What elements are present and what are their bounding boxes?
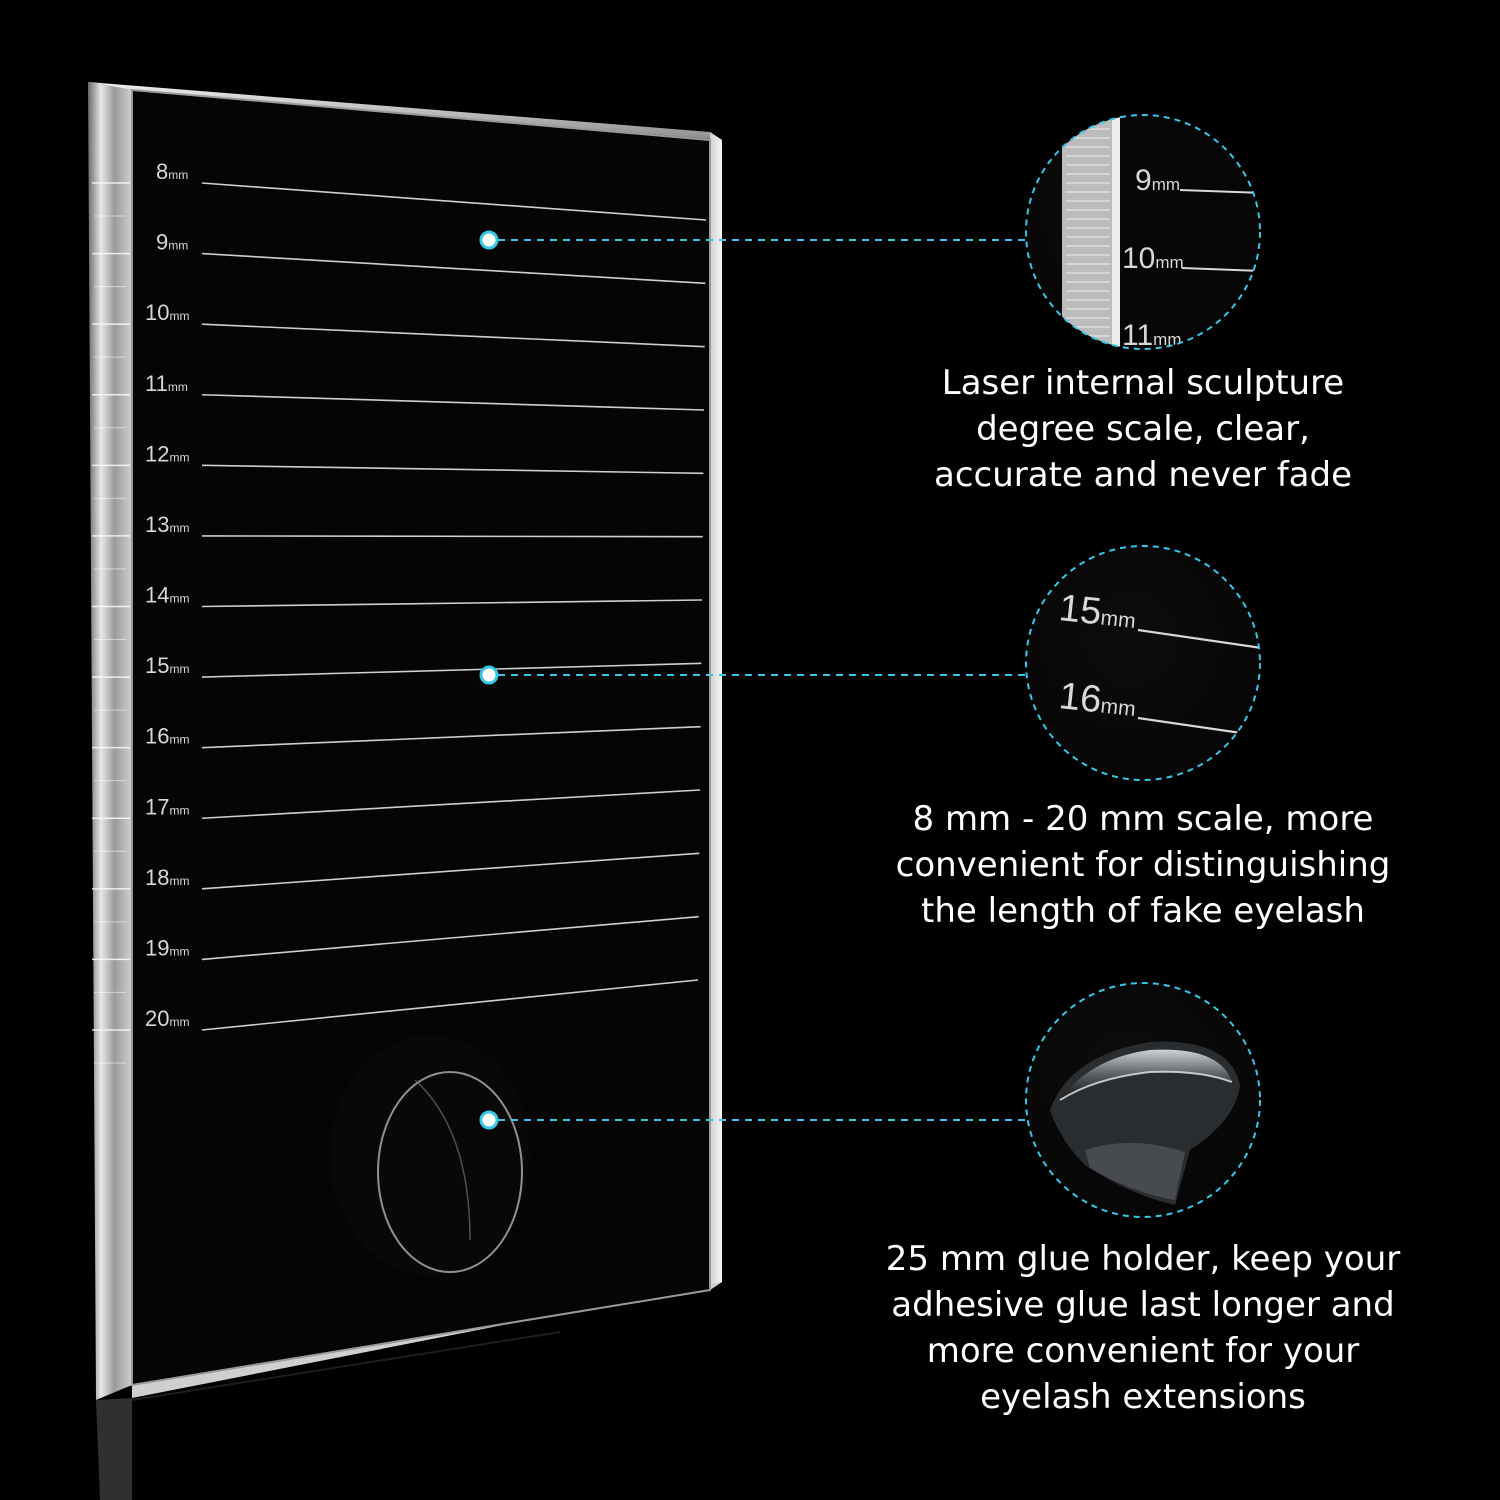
scale-label-9: 9mm xyxy=(156,230,188,255)
zoom-line-9 xyxy=(1179,189,1260,194)
caption-range: 8 mm - 20 mm scale, more convenient for … xyxy=(863,796,1423,934)
scale-label-11: 11mm xyxy=(145,371,188,396)
scale-label-17: 17mm xyxy=(145,794,189,819)
zoom-label-10: 10mm xyxy=(1122,242,1184,275)
plate-right-edge xyxy=(710,132,722,1290)
zoom-circle-scale: 9mm 10mm 11mm xyxy=(1025,114,1261,352)
scale-line-13 xyxy=(201,535,703,538)
callout-dot-scale[interactable] xyxy=(479,230,499,250)
caption-glue-line-3: more convenient for your xyxy=(926,1331,1360,1371)
plate-reflection xyxy=(96,1331,561,1500)
zoom-circle-glue xyxy=(1025,982,1261,1218)
scale-line-14 xyxy=(201,599,703,608)
zoom-label-9: 9mm xyxy=(1135,164,1180,197)
scale-label-13: 13mm xyxy=(145,512,189,537)
plate-face-rim xyxy=(131,88,711,1387)
caption-glue-line-1: 25 mm glue holder, keep your xyxy=(885,1239,1401,1279)
zoom-line-11 xyxy=(1181,344,1260,349)
scale-line-10 xyxy=(201,323,705,348)
callout-leaders xyxy=(479,230,1026,1130)
scale-label-14: 14mm xyxy=(145,583,189,608)
plate-face xyxy=(132,90,710,1385)
zoom-line-10 xyxy=(1181,267,1260,272)
scale-line-15 xyxy=(201,662,702,678)
scale-line-18 xyxy=(201,852,700,890)
plate-left-edge xyxy=(88,82,132,1400)
scale-line-11 xyxy=(201,393,705,411)
acrylic-lash-plate: 8mm 9mm 10mm 11mm 12mm 13mm 14mm 15mm 16mm 17mm 18… xyxy=(88,82,722,1400)
scale-lines: 8mm 9mm 10mm 11mm 12mm 13mm 14mm 15mm 16mm 17mm 18… xyxy=(145,159,707,1031)
zoom-label-11: 11mm xyxy=(1122,319,1181,352)
zoom-line-15 xyxy=(1137,628,1260,650)
scale-line-12 xyxy=(201,464,704,475)
caption-glue: 25 mm glue holder, keep your adhesive gl… xyxy=(863,1236,1423,1420)
zoom-label-15: 15mm xyxy=(1057,587,1138,637)
caption-scale-line-1: Laser internal sculpture xyxy=(941,363,1345,403)
zoom-edge-ticks xyxy=(1066,119,1110,346)
plate-top-edge xyxy=(88,82,722,140)
caption-scale-line-2: degree scale, clear, xyxy=(976,409,1310,449)
caption-range-line-1: 8 mm - 20 mm scale, more xyxy=(912,799,1374,839)
scale-label-8: 8mm xyxy=(156,159,188,184)
caption-scale: Laser internal sculpture degree scale, c… xyxy=(863,360,1423,498)
caption-glue-line-2: adhesive glue last longer and xyxy=(891,1285,1395,1325)
plate-edge-reflections xyxy=(92,182,130,1064)
scale-label-15: 15mm xyxy=(145,653,189,678)
scale-line-9 xyxy=(201,252,706,285)
scale-label-10: 10mm xyxy=(145,300,189,325)
zoom-circle-range: 15mm 16mm xyxy=(1025,545,1261,781)
scale-label-16: 16mm xyxy=(145,724,189,749)
scale-label-12: 12mm xyxy=(145,441,189,466)
caption-range-line-3: the length of fake eyelash xyxy=(921,891,1365,931)
scale-label-19: 19mm xyxy=(145,935,189,960)
caption-glue-line-4: eyelash extensions xyxy=(980,1377,1306,1417)
scale-line-20 xyxy=(201,979,699,1031)
glue-holder-closeup xyxy=(1050,1041,1240,1205)
scale-label-18: 18mm xyxy=(145,865,189,890)
caption-range-line-2: convenient for distinguishing xyxy=(895,845,1391,885)
scale-line-19 xyxy=(201,915,699,961)
callout-dot-glue[interactable] xyxy=(479,1110,499,1130)
scale-line-17 xyxy=(201,789,701,820)
glue-holder-well xyxy=(330,1035,530,1275)
scale-label-20: 20mm xyxy=(145,1006,189,1031)
callout-dot-range[interactable] xyxy=(479,665,499,685)
caption-scale-line-3: accurate and never fade xyxy=(933,455,1352,495)
scale-line-16 xyxy=(201,725,701,749)
zoom-label-16: 16mm xyxy=(1057,675,1138,725)
scale-line-8 xyxy=(201,182,707,221)
